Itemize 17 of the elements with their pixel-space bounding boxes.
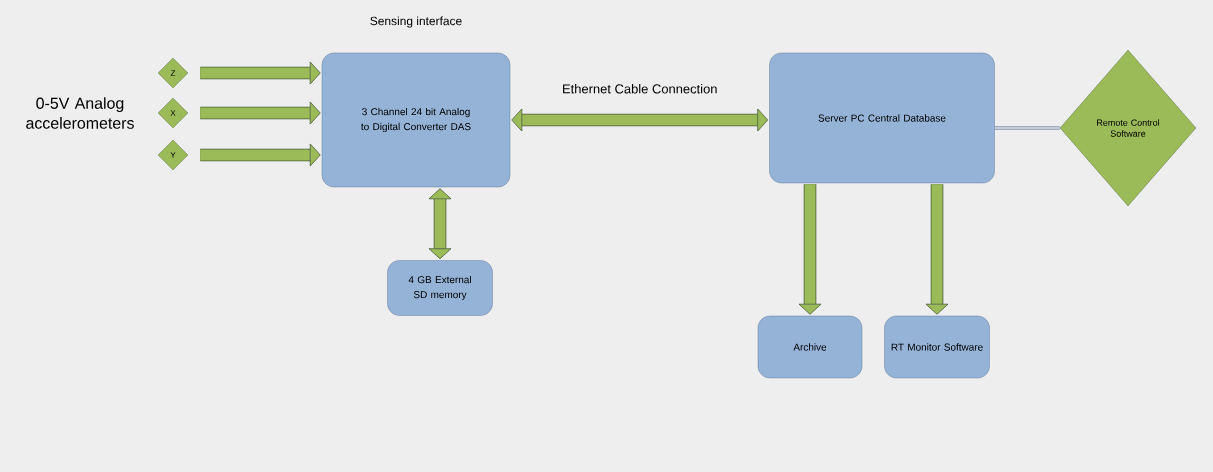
heading-text: Sensing interface — [370, 16, 462, 28]
edge-label: Ethernet Cable Connection — [563, 83, 717, 94]
connector-line — [993, 126, 1061, 130]
process-box: Archive — [757, 315, 863, 379]
process-box: Server PC Central Database — [769, 52, 995, 184]
block-arrow — [925, 184, 949, 315]
block-arrow — [200, 143, 321, 167]
process-box: 3 Channel 24 bit Analog to Digital Converter DAS — [321, 52, 511, 188]
process-box: RT Monitor Software — [884, 315, 990, 379]
diamond-node: Remote Control Software — [1059, 49, 1197, 207]
block-arrow — [200, 101, 321, 125]
block-arrow — [200, 61, 321, 85]
block-arrow — [428, 188, 452, 260]
block-arrow — [511, 108, 769, 132]
block-arrow — [798, 184, 822, 315]
label-text: 0-5V Analog accelerometers — [26, 97, 134, 129]
process-box: 4 GB External SD memory — [387, 260, 493, 316]
